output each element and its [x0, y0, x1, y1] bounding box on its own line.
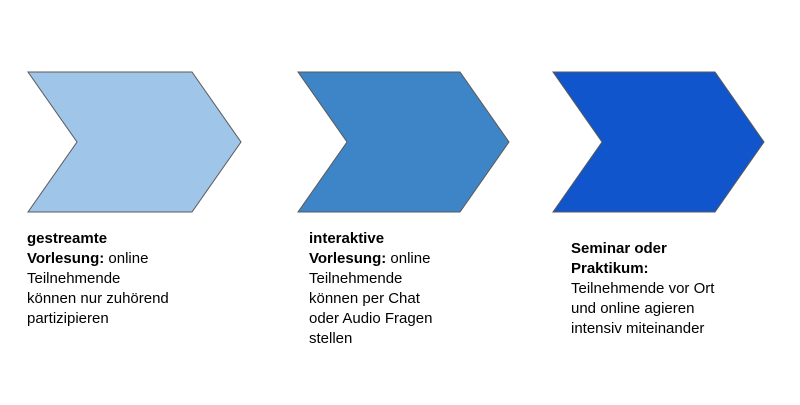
step-2-body-line: können per Chat [309, 290, 420, 307]
step-2-title-line2: Vorlesung: [309, 250, 387, 267]
step-2-body-line: oder Audio Fragen [309, 310, 433, 327]
chevron-step-2 [297, 71, 510, 213]
step-3-body-line: Teilnehmende vor Ort [571, 280, 715, 297]
step-1-body-line: partizipieren [27, 310, 109, 327]
step-3-body-line: intensiv miteinander [571, 320, 705, 337]
chevron-step-3 [552, 71, 765, 213]
step-1-caption: gestreamte Vorlesung: online Teilnehmend… [27, 229, 227, 329]
step-2-body-line: Teilnehmende [309, 270, 403, 287]
step-1-title-line1: gestreamte [27, 230, 108, 247]
step-2-body-line: stellen [309, 330, 353, 347]
step-2-caption: interaktive Vorlesung: online Teilnehmen… [309, 229, 509, 349]
step-1-title-rest: online [104, 250, 149, 267]
step-1-body-line: Teilnehmende [27, 270, 121, 287]
step-1-body-line: können nur zuhörend [27, 290, 169, 307]
step-2-title-rest: online [386, 250, 431, 267]
step-3-title-line1: Seminar oder [571, 240, 667, 257]
step-1-title-line2: Vorlesung: [27, 250, 105, 267]
chevron-step-1 [27, 71, 242, 213]
step-2-title-line1: interaktive [309, 230, 385, 247]
step-3-caption: Seminar oder Praktikum: Teilnehmende vor… [571, 239, 781, 339]
step-3-title-line2: Praktikum: [571, 260, 649, 277]
step-3-body-line: und online agieren [571, 300, 695, 317]
